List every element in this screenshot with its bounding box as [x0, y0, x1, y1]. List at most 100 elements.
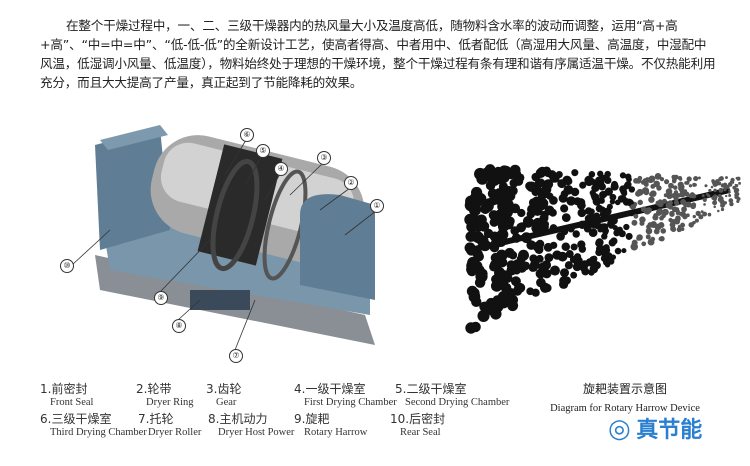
harrow-particle [712, 200, 718, 206]
harrow-particle [595, 238, 604, 247]
harrow-particle [710, 185, 714, 189]
harrow-particle [671, 178, 677, 184]
harrow-particle [668, 217, 673, 223]
harrow-particle [588, 228, 598, 238]
harrow-particle [717, 209, 720, 213]
harrow-particle [723, 184, 728, 190]
harrow-particle [623, 182, 631, 190]
harrow-particle [674, 218, 681, 225]
harrow-particle [561, 213, 571, 222]
harrow-particle [636, 188, 644, 196]
harrow-particle [589, 178, 596, 185]
harrow-particle [681, 206, 687, 213]
harrow-particle [641, 241, 647, 247]
harrow-particle [593, 212, 601, 220]
harrow-particle [720, 207, 725, 212]
harrow-particle [511, 233, 522, 243]
harrow-particle [628, 186, 636, 193]
harrow-particle [637, 175, 643, 181]
callout-10: ⑩ [60, 259, 74, 273]
harrow-particle [670, 225, 676, 232]
harrow-particle [474, 251, 484, 262]
harrow-particle [564, 261, 573, 270]
harrow-particle [559, 276, 569, 286]
harrow-particle [479, 301, 491, 313]
harrow-particle [495, 236, 507, 247]
harrow-particle [618, 230, 626, 238]
harrow-particle [718, 176, 723, 182]
harrow-particle [601, 223, 609, 231]
harrow-particle [738, 181, 741, 185]
harrow-particle [510, 168, 522, 180]
harrow-particle [728, 189, 731, 192]
harrow-particle [582, 261, 589, 269]
harrow-particle [543, 168, 552, 178]
harrow-particle [701, 194, 705, 198]
harrow-particle [649, 190, 657, 197]
harrow-particle [604, 176, 612, 185]
harrow-particle [662, 198, 668, 204]
harrow-particle [664, 179, 670, 185]
harrow-particle [543, 242, 553, 252]
harrow-particle [703, 203, 706, 206]
harrow-particle [570, 271, 578, 279]
harrow-particle [549, 265, 560, 276]
harrow-particle [614, 247, 622, 255]
harrow-particle [730, 200, 733, 203]
harrow-particle [724, 194, 728, 198]
harrow-particle [510, 226, 520, 236]
harrow-particle [526, 181, 537, 193]
harrow-particle [471, 296, 482, 308]
harrow-particle [619, 172, 627, 179]
harrow-particle [677, 227, 682, 232]
harrow-particle [736, 199, 740, 204]
harrow-particle [521, 261, 530, 271]
harrow-particle [667, 201, 673, 207]
harrow-particle [697, 176, 701, 180]
harrow-particle [477, 309, 490, 322]
harrow-particle [572, 230, 580, 238]
harrow-particle [702, 197, 707, 202]
harrow-particle [735, 176, 739, 180]
harrow-caption-zh: 旋耙装置示意图 [582, 382, 667, 396]
harrow-particle [543, 179, 554, 190]
harrow-particle [663, 193, 668, 198]
harrow-particle [566, 196, 576, 206]
harrow-particle [546, 192, 554, 200]
harrow-particle [682, 213, 688, 220]
harrow-particle [707, 212, 712, 217]
front-seal-housing [300, 194, 375, 300]
harrow-particle [732, 185, 737, 190]
harrow-particle [561, 242, 571, 252]
harrow-particle [603, 259, 610, 266]
harrow-particle [684, 191, 690, 197]
harrow-particle [654, 173, 661, 180]
harrow-particle [728, 194, 732, 197]
harrow-particle [535, 239, 545, 249]
harrow-particle [591, 184, 600, 192]
harrow-particle [677, 176, 683, 181]
harrow-particle [528, 198, 538, 208]
harrow-particle [588, 208, 595, 215]
harrow-particle [474, 193, 487, 205]
harrow-particle [532, 220, 541, 229]
harrow-particle [728, 191, 731, 194]
callout-3: ③ [317, 151, 331, 165]
harrow-particle [621, 195, 627, 202]
harrow-particle [613, 229, 621, 237]
harrow-particle [705, 193, 709, 196]
harrow-particle [721, 201, 726, 206]
callout-7: ⑦ [229, 349, 243, 363]
harrow-particle [659, 215, 664, 221]
harrow-particle [712, 194, 718, 200]
harrow-particle [584, 214, 593, 223]
logo-swirl-icon: ◎ [608, 414, 631, 444]
harrow-particle [526, 287, 535, 296]
harrow-caption-en: Diagram for Rotary Harrow Device [550, 403, 700, 414]
